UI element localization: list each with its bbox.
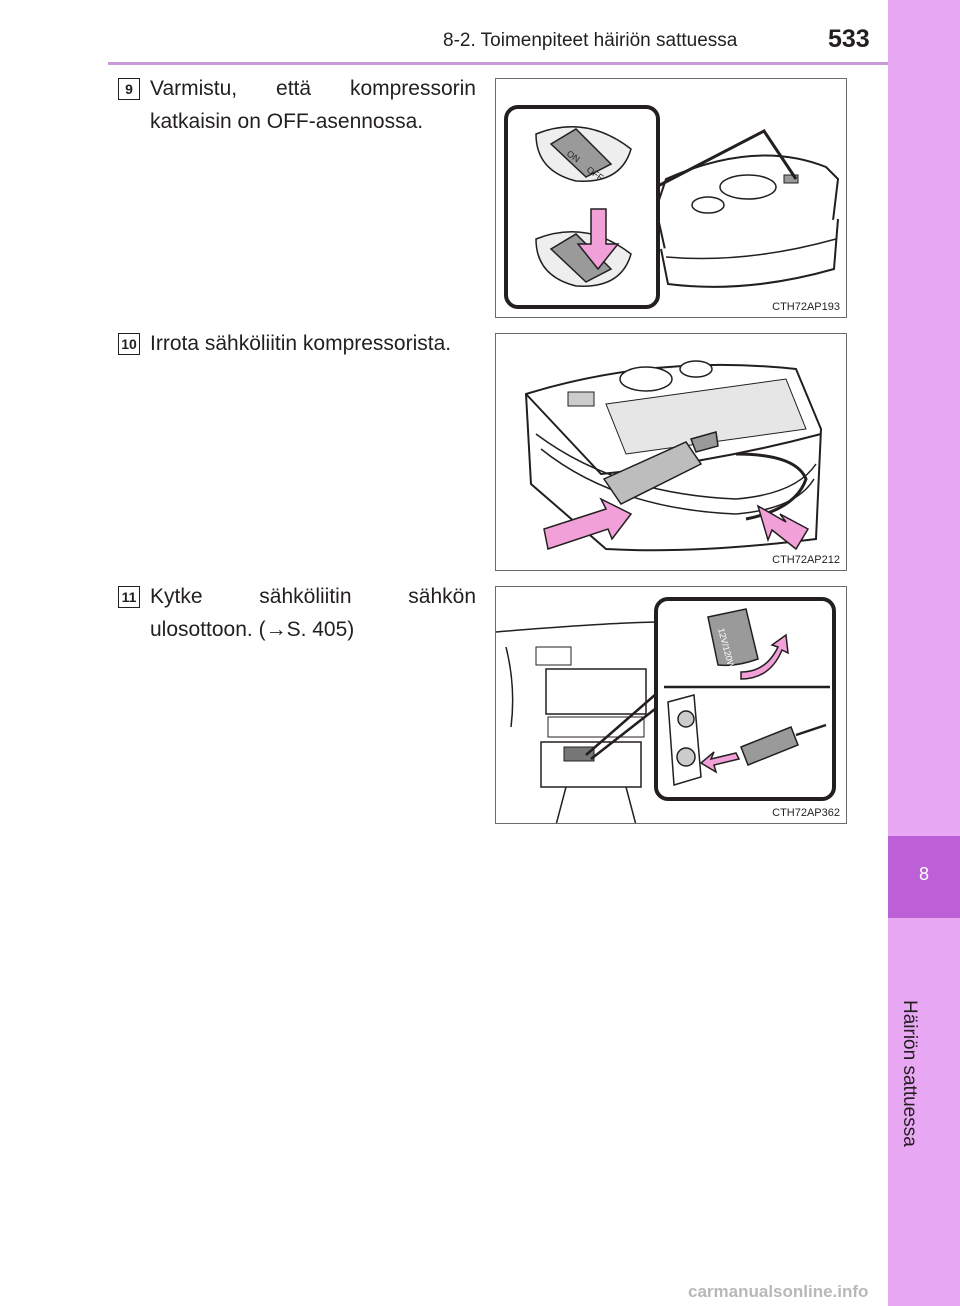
reference-close: ): [347, 618, 355, 641]
step-instruction-text: Kytke sähköliitin sähkön ulosottoon. (: [150, 585, 476, 641]
figure-code: CTH72AP193: [772, 301, 840, 313]
chapter-title: Häiriön sattuessa: [899, 1000, 920, 1147]
pull-right-arrow-icon: [756, 504, 810, 551]
step-instruction: Irrota sähköliitin kompressorista.: [150, 332, 452, 355]
power-outlet-illustration: 12V/120W: [496, 597, 836, 823]
chapter-number: 8: [918, 864, 929, 884]
compressor-switch-illustration: ON OFF: [504, 105, 840, 309]
reference-arrow-icon: →: [265, 618, 287, 641]
figure-code: CTH72AP362: [772, 807, 840, 819]
figure-compressor-switch: ON OFF CTH72AP193: [495, 78, 847, 318]
pull-left-arrow-icon: [543, 497, 633, 550]
page-number: 533: [828, 25, 870, 53]
figure-disconnect-connector: CTH72AP212: [495, 333, 847, 571]
insert-plug-arrow-icon: [699, 751, 741, 774]
connector-removal-illustration: [524, 360, 823, 552]
step-instruction: Varmistu, että kompressorin katkaisin on…: [150, 77, 476, 133]
header-divider: [108, 62, 888, 65]
step-number-badge: 11: [118, 586, 140, 608]
open-cap-arrow-icon: [740, 633, 789, 680]
figure-code: CTH72AP212: [772, 554, 840, 566]
figure-power-outlet: 12V/120W CTH72AP362: [495, 586, 847, 824]
watermark: carmanualsonline.info: [688, 1282, 869, 1301]
step-number-badge: 9: [118, 78, 140, 100]
page-reference-link[interactable]: S. 405: [286, 618, 348, 641]
chapter-tab-marker: [888, 836, 960, 918]
press-arrow-icon: [576, 208, 620, 271]
section-title: 8-2. Toimenpiteet häiriön sattuessa: [443, 30, 738, 51]
chapter-side-tab: [888, 0, 960, 1306]
step-instruction: Kytke sähköliitin sähkön ulosottoon. (→S…: [150, 580, 476, 646]
step-number-badge: 10: [118, 333, 140, 355]
